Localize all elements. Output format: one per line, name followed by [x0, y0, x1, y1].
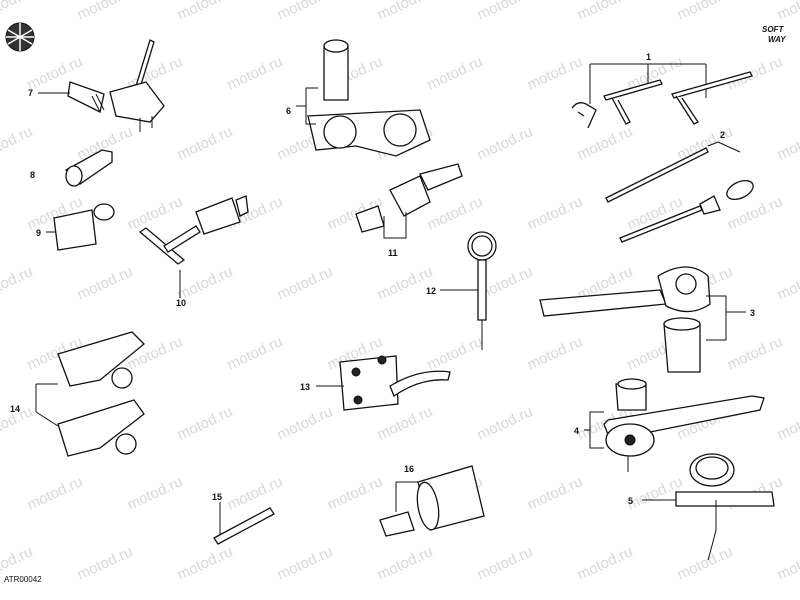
tool-7-puller	[67, 39, 165, 132]
tool-12-indicator	[467, 231, 497, 350]
callout-1: 1	[646, 52, 651, 62]
watermark-text: motod.ru	[75, 0, 136, 24]
watermark-text: motod.ru	[175, 543, 236, 583]
watermark-text: motod.ru	[175, 403, 236, 443]
watermark-text: motod.ru	[375, 403, 436, 443]
watermark-text: motod.ru	[525, 333, 586, 373]
watermark-text: motod.ru	[325, 473, 386, 513]
watermark-text: motod.ru	[775, 403, 800, 443]
tool-14-brackets	[35, 331, 145, 457]
watermark-text: motod.ru	[125, 473, 186, 513]
watermark-text: motod.ru	[275, 403, 336, 443]
logo-icon	[5, 22, 35, 52]
watermark-text: motod.ru	[775, 123, 800, 163]
watermark-text: motod.ru	[425, 53, 486, 93]
callout-2: 2	[720, 130, 725, 140]
watermark-text: motod.ru	[425, 333, 486, 373]
watermark-text: motod.ru	[225, 53, 286, 93]
watermark-text: motod.ru	[575, 123, 636, 163]
watermark-text: motod.ru	[525, 53, 586, 93]
tool-5-dial-gauge	[642, 453, 775, 561]
watermark-text: motod.ru	[525, 473, 586, 513]
callout-10: 10	[176, 298, 186, 308]
watermark-text: motod.ru	[725, 333, 786, 373]
watermark-text: motod.ru	[575, 0, 636, 24]
tool-16-sleeves	[379, 465, 485, 537]
watermark-text: motod.ru	[675, 543, 736, 583]
watermark-text: motod.ru	[775, 543, 800, 583]
watermark-text: motod.ru	[0, 0, 35, 24]
tool-1-pin-set	[571, 63, 753, 129]
watermark-text: motod.ru	[175, 123, 236, 163]
watermark-text: motod.ru	[275, 263, 336, 303]
tool-4-wrench	[584, 378, 765, 472]
watermark-text: motod.ru	[275, 543, 336, 583]
tool-10-t-handle	[138, 195, 249, 265]
watermark-text: motod.ru	[0, 263, 35, 303]
watermark-text: motod.ru	[475, 123, 536, 163]
watermark-text: motod.ru	[75, 543, 136, 583]
tool-2-rods	[605, 141, 754, 243]
callout-15: 15	[212, 492, 222, 502]
watermark-text: motod.ru	[0, 123, 35, 163]
watermark-text: motod.ru	[775, 263, 800, 303]
watermark-text: motod.ru	[475, 543, 536, 583]
watermark-text: motod.ru	[225, 333, 286, 373]
callout-3: 3	[750, 308, 755, 318]
callout-4: 4	[574, 426, 579, 436]
callout-11: 11	[388, 248, 398, 258]
diagram-code: ATR00042	[4, 575, 42, 584]
watermark-text: motod.ru	[675, 123, 736, 163]
tool-13-fixture	[339, 355, 451, 411]
callout-7: 7	[28, 88, 33, 98]
watermark-text: motod.ru	[275, 0, 336, 24]
callout-16: 16	[404, 464, 414, 474]
watermark-text: motod.ru	[125, 193, 186, 233]
watermark-text: motod.ru	[775, 0, 800, 24]
callout-13: 13	[300, 382, 310, 392]
watermark-text: motod.ru	[525, 193, 586, 233]
tool-15-pin	[213, 502, 275, 545]
watermark-text: motod.ru	[375, 263, 436, 303]
callout-9: 9	[36, 228, 41, 238]
callout-12: 12	[426, 286, 436, 296]
callout-14: 14	[10, 404, 20, 414]
tool-3-wrench	[539, 266, 746, 373]
watermark-text: motod.ru	[575, 543, 636, 583]
callout-5: 5	[628, 496, 633, 506]
brand-line-1: SOFT	[762, 25, 784, 34]
watermark-text: motod.ru	[725, 53, 786, 93]
watermark-text: motod.ru	[375, 0, 436, 24]
tool-9-plug	[53, 203, 115, 251]
watermark-text: motod.ru	[475, 0, 536, 24]
watermark-text: motod.ru	[675, 0, 736, 24]
watermark-text: motod.ru	[475, 403, 536, 443]
tool-8-bush	[64, 149, 113, 187]
watermark-text: motod.ru	[25, 473, 86, 513]
watermark-text: motod.ru	[75, 263, 136, 303]
callout-6: 6	[286, 106, 291, 116]
callout-8: 8	[30, 170, 35, 180]
watermark-text: motod.ru	[425, 193, 486, 233]
brand-line-2: WAY	[768, 35, 786, 44]
watermark-text: motod.ru	[375, 543, 436, 583]
watermark-text: motod.ru	[225, 473, 286, 513]
tool-11-sleeves	[355, 163, 463, 239]
brand-logo: SOFT WAY	[762, 25, 786, 44]
tool-6-holder	[296, 39, 431, 157]
watermark-text: motod.ru	[175, 0, 236, 24]
